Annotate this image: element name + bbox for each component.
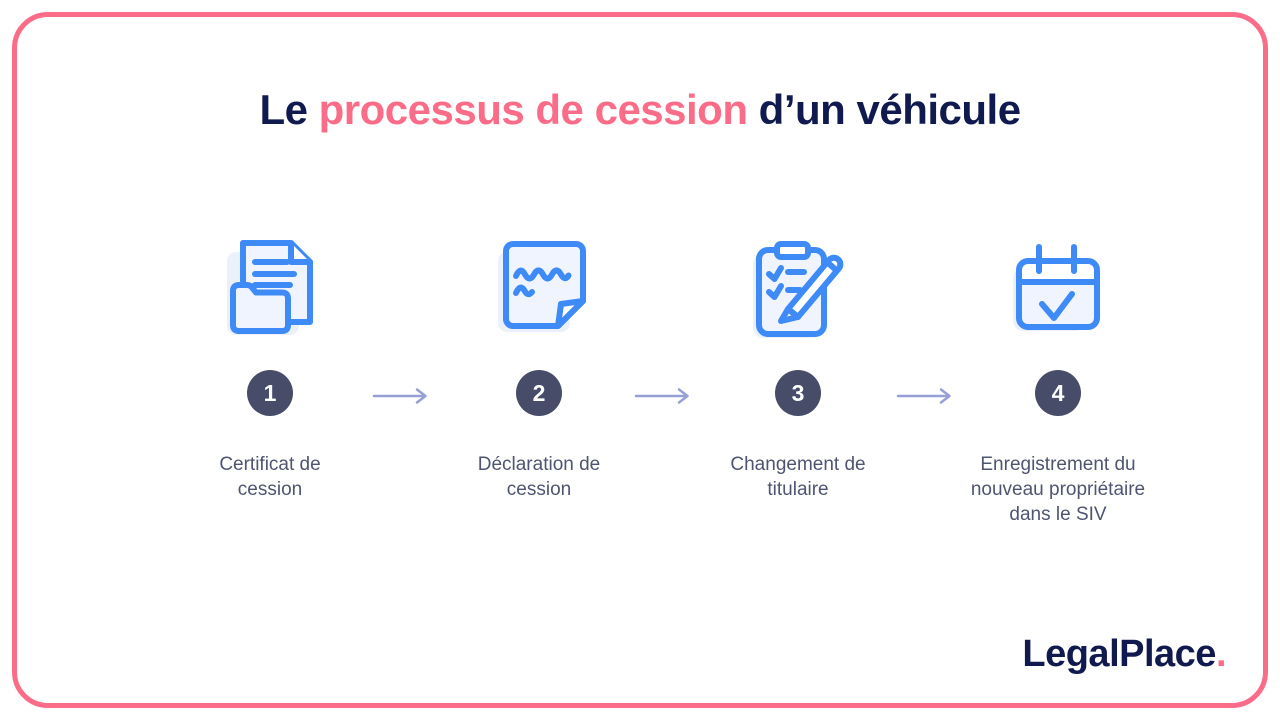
step-number-badge: 2	[516, 370, 562, 416]
title-highlight: processus de cession	[318, 86, 748, 133]
step-1: 1 Certificat de cession	[150, 234, 390, 502]
logo-text: LegalPlace	[1022, 633, 1216, 675]
title-part1: Le	[259, 86, 319, 133]
step-label: Certificat de cession	[219, 454, 321, 500]
step-number-badge: 4	[1035, 370, 1081, 416]
calendar-check-icon	[1003, 234, 1113, 344]
arrow-right-icon	[372, 387, 436, 405]
step-label: Déclaration de cession	[477, 454, 601, 500]
page-title: Le processus de cession d’un véhicule	[0, 84, 1280, 136]
step-4: 4 Enregistrement du nouveau propriétaire…	[938, 234, 1178, 527]
signed-paper-icon	[484, 234, 594, 344]
step-number-badge: 1	[247, 370, 293, 416]
step-2: 2 Déclaration de cession	[419, 234, 659, 502]
arrow-right-icon	[896, 387, 960, 405]
legalplace-logo: LegalPlace.	[1022, 633, 1226, 676]
step-label: Enregistrement du nouveau propriétaire d…	[970, 454, 1146, 525]
arrow-right-icon	[634, 387, 698, 405]
title-part2: d’un véhicule	[747, 86, 1021, 133]
step-label: Changement de titulaire	[730, 454, 866, 500]
step-3: 3 Changement de titulaire	[678, 234, 918, 502]
logo-dot: .	[1215, 633, 1227, 675]
step-number-badge: 3	[775, 370, 821, 416]
documents-folder-icon	[215, 234, 325, 344]
clipboard-pencil-icon	[743, 234, 853, 344]
